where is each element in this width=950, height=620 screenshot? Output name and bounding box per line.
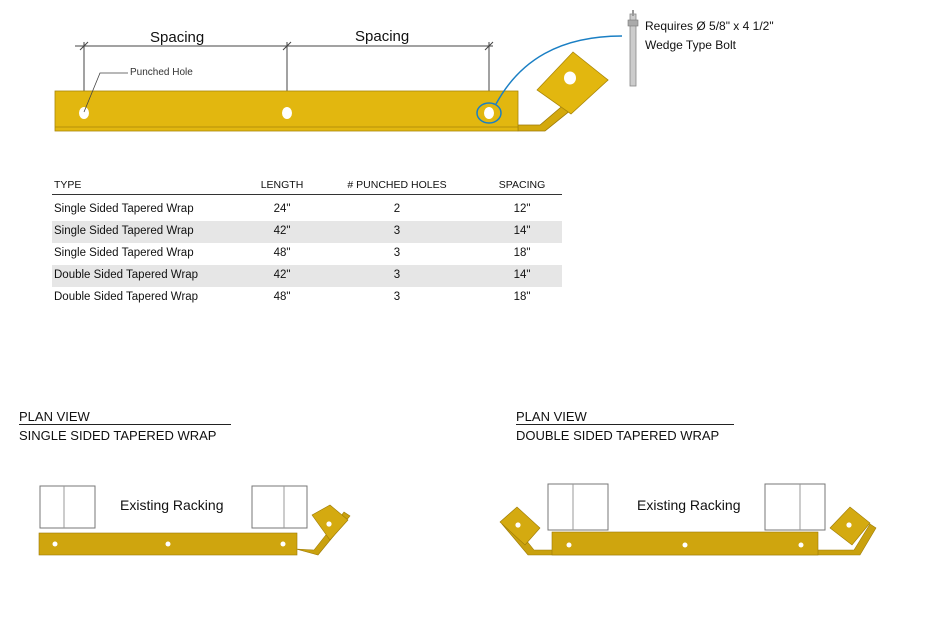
header-type: TYPE (54, 179, 82, 191)
double-plan-heading: PLAN VIEW DOUBLE SIDED TAPERED WRAP (516, 409, 734, 443)
cell-length: 42" (273, 225, 291, 237)
wrap-specs-table: TYPE LENGTH # PUNCHED HOLES SPACING Sing… (52, 176, 562, 309)
cell-holes: 3 (393, 291, 401, 303)
header-holes: # PUNCHED HOLES (347, 179, 447, 191)
cell-type: Single Sided Tapered Wrap (54, 247, 194, 259)
cell-holes: 3 (393, 269, 401, 281)
cell-type: Double Sided Tapered Wrap (54, 291, 199, 303)
cell-spacing: 14" (513, 225, 531, 237)
cell-spacing: 18" (513, 291, 531, 303)
plan-view-title: PLAN VIEW (19, 409, 231, 425)
cell-length: 42" (273, 269, 291, 281)
table-row: Single Sided Tapered Wrap 48" 3 18" (52, 243, 562, 265)
double-sided-plan-drawing (499, 483, 877, 556)
cell-holes: 3 (393, 247, 401, 259)
cell-length: 48" (273, 291, 291, 303)
punched-hole (282, 107, 292, 119)
plan-view-title: PLAN VIEW (516, 409, 734, 425)
table-row: Double Sided Tapered Wrap 48" 3 18" (52, 287, 562, 309)
cell-type: Single Sided Tapered Wrap (54, 225, 194, 237)
cell-holes: 2 (393, 203, 401, 215)
plan-view-subtitle: DOUBLE SIDED TAPERED WRAP (516, 428, 720, 443)
existing-racking-label: Existing Racking (637, 497, 741, 513)
spacing-label: Spacing (150, 29, 205, 46)
table-row: Double Sided Tapered Wrap 42" 3 14" (52, 265, 562, 287)
spacing-label: Spacing (355, 28, 410, 45)
header-spacing: SPACING (498, 179, 546, 191)
existing-racking-label: Existing Racking (120, 497, 224, 513)
cell-spacing: 14" (513, 269, 531, 281)
table-header: TYPE LENGTH # PUNCHED HOLES SPACING (52, 176, 562, 195)
cell-length: 24" (273, 203, 291, 215)
single-plan-heading: PLAN VIEW SINGLE SIDED TAPERED WRAP (19, 409, 231, 443)
table-row: Single Sided Tapered Wrap 42" 3 14" (52, 221, 562, 243)
punched-hole (79, 107, 89, 119)
punched-hole (484, 107, 494, 119)
cell-spacing: 18" (513, 247, 531, 259)
cell-type: Double Sided Tapered Wrap (54, 269, 199, 281)
cell-type: Single Sided Tapered Wrap (54, 203, 194, 215)
single-sided-plan-drawing (38, 485, 351, 556)
cell-length: 48" (273, 247, 291, 259)
cell-holes: 3 (393, 225, 401, 237)
cell-spacing: 12" (513, 203, 531, 215)
header-length: LENGTH (260, 179, 304, 191)
plan-view-subtitle: SINGLE SIDED TAPERED WRAP (19, 428, 217, 443)
wedge-bolt-icon (627, 10, 639, 87)
punched-hole-label: Punched Hole (130, 67, 193, 78)
callout-line (495, 35, 623, 105)
bolt-note-line2: Wedge Type Bolt (645, 38, 736, 52)
tapered-wrap-detail (54, 10, 639, 132)
bolt-note-line1: Requires Ø 5/8" x 4 1/2" (645, 19, 774, 33)
table-row: Single Sided Tapered Wrap 24" 2 12" (52, 199, 562, 221)
